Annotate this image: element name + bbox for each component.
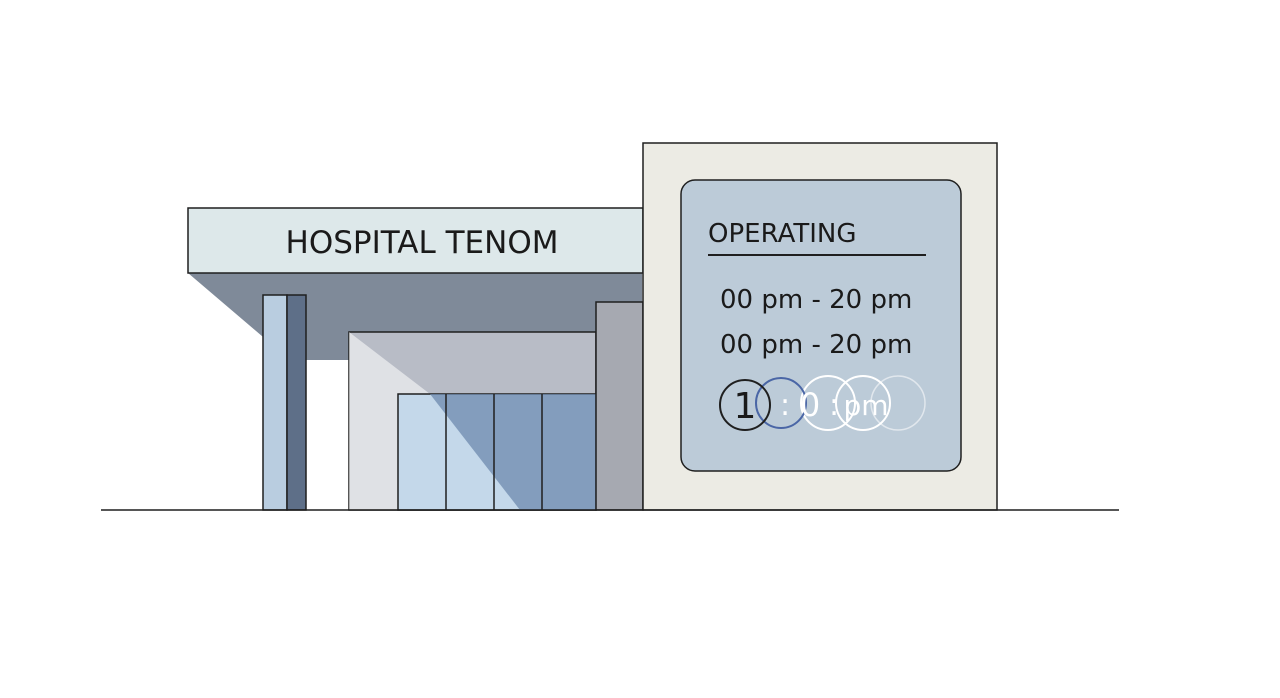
time-colon-2: : — [829, 388, 839, 423]
time-circle-blue — [755, 377, 807, 429]
time-circle-white-mid — [800, 375, 856, 431]
canopy-front — [187, 207, 644, 274]
time-circle-white-faint — [870, 375, 926, 431]
entrance-light-patch — [349, 332, 430, 510]
hours-board: OPERATING 00 pm - 20 pm 00 pm - 20 pm 1 … — [680, 179, 962, 472]
glass-doors — [397, 393, 597, 511]
time-circle-dark — [719, 379, 771, 431]
time-pm-label: pm — [843, 389, 888, 422]
time-minute-digit: 0 — [800, 386, 820, 424]
canopy-pillar — [262, 294, 307, 511]
hospital-name: HOSPITAL TENOM — [286, 225, 559, 261]
time-colon-1: : — [780, 388, 790, 423]
time-circle-white — [835, 375, 891, 431]
time-dial-row: 1 : 0 : pm — [719, 375, 926, 431]
hours-board-panel — [680, 179, 962, 472]
hours-line-2: 00 pm - 20 pm — [720, 330, 912, 360]
hours-heading: OPERATING — [708, 219, 857, 249]
hours-line-1: 00 pm - 20 pm — [720, 285, 912, 315]
side-wall — [595, 301, 644, 511]
time-hour-digit: 1 — [734, 386, 757, 427]
